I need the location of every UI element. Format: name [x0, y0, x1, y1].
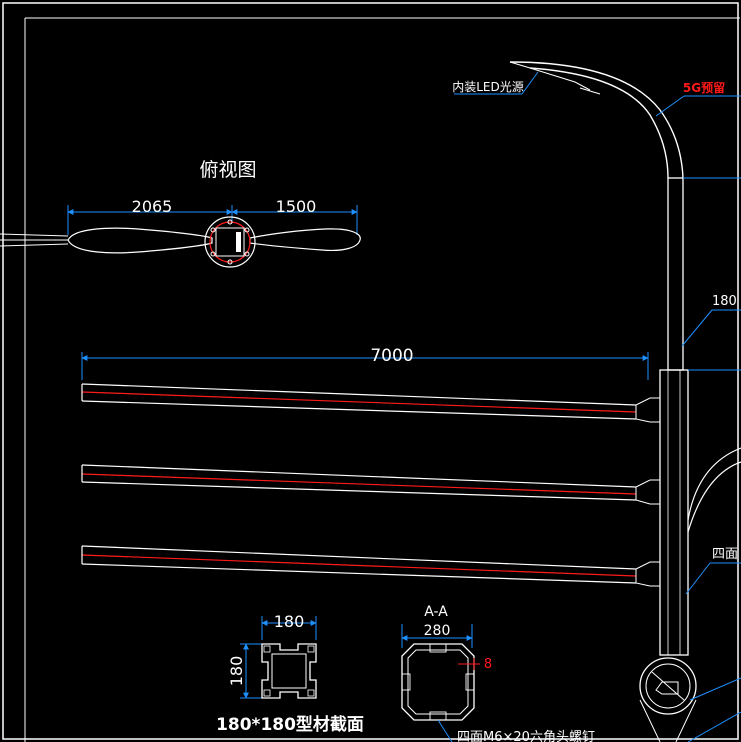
rail-3 [81, 545, 661, 587]
rail-bottom-edge [81, 563, 637, 584]
pole [509, 61, 741, 742]
led-leader [521, 71, 539, 95]
feed-line-1 [0, 233, 69, 237]
lamp-arm-inner [529, 67, 669, 179]
rail-red-line [81, 391, 637, 413]
sec1-dim-w: 180 [274, 612, 305, 631]
sign-outer-ring [639, 657, 697, 715]
sec2-octagon-outer [401, 643, 475, 721]
main-pole [659, 369, 689, 656]
rail-bracket [635, 561, 661, 587]
rail-section: 7000 [81, 346, 661, 587]
rail-top-edge [81, 464, 637, 488]
hub-bolt [210, 227, 216, 233]
lamp-head [509, 61, 591, 91]
rail-red-line [81, 554, 637, 577]
hub-red-ring [209, 221, 251, 263]
side-arm-inner [687, 461, 741, 533]
rail-bottom-edge [81, 400, 637, 420]
hub-square [215, 227, 245, 257]
hub-bracket [236, 232, 241, 252]
pole-base-left [639, 699, 661, 742]
dim-left-arm-label: 2065 [132, 197, 173, 216]
hub-bolt [227, 219, 233, 225]
top-view-title: 俯视图 [199, 159, 256, 181]
left-luminaire-arm [67, 227, 213, 254]
sec2-bolt-leader [437, 719, 453, 742]
led-label: 内装LED光源 [452, 80, 524, 94]
180-right-label: 180 [712, 294, 737, 309]
annotations: 内装LED光源 5G预留 180 四面 [452, 71, 741, 742]
rail-length-label: 7000 [370, 346, 413, 366]
sec1-corner [263, 645, 271, 653]
hub-bolt [227, 259, 233, 265]
rail-2 [81, 464, 661, 505]
sec1-caption: 180*180型材截面 [216, 714, 364, 735]
top-view: 俯视图 2065 1500 [0, 159, 361, 268]
sec2-caption: 四面M6×20六角头螺钉 [457, 730, 595, 742]
sec2-slot-top [429, 643, 447, 653]
sec2-slot-bottom [429, 711, 447, 721]
sec1-corner [263, 689, 271, 697]
sec2-slot-right [465, 673, 475, 691]
sec1-profile-outer [261, 643, 317, 699]
rail-bracket [635, 479, 661, 505]
180-leader [681, 309, 713, 347]
sec2-slot-left [401, 673, 411, 691]
sec2-dim-8: 8 [484, 657, 492, 672]
lamp-arm-outer [509, 61, 684, 179]
right-luminaire-arm [249, 228, 361, 252]
sec1-corner [307, 645, 315, 653]
sec2-dim-w: 280 [424, 623, 451, 639]
horn-icon [655, 681, 679, 695]
hub-bolt [244, 227, 250, 233]
pole-base-right [675, 699, 697, 742]
lamp-lens [579, 87, 601, 95]
sign-inner-ring [645, 663, 691, 709]
rail-red-line [81, 473, 637, 495]
section-180x180: 180 180 180*180型材截面 [216, 612, 364, 735]
rail-bottom-edge [81, 481, 637, 501]
sec1-profile-inner [271, 653, 307, 689]
four-side-leader [685, 562, 711, 595]
5g-label: 5G预留 [683, 80, 725, 95]
sign-leader [689, 677, 741, 701]
upper-pole [667, 177, 684, 371]
feed-line-3 [0, 243, 69, 247]
rail-1 [81, 383, 661, 423]
sign-leader-2 [687, 711, 741, 742]
dim-right-arm-label: 1500 [276, 197, 317, 216]
sec1-corner [307, 689, 315, 697]
side-arm-outer [687, 447, 741, 521]
rail-top-edge [81, 383, 637, 406]
5g-leader [655, 95, 685, 117]
sec2-octagon-inner [407, 649, 469, 715]
sec1-dim-h: 180 [227, 656, 246, 687]
rail-top-edge [81, 545, 637, 570]
four-side-label: 四面 [712, 547, 738, 562]
sign-slash [651, 671, 685, 701]
sec2-title: A-A [424, 604, 448, 620]
hub-bolt [210, 251, 216, 257]
rail-bracket [635, 397, 661, 423]
hub-outer-ring [204, 216, 256, 268]
hub-bolt [244, 251, 250, 257]
section-a-a: A-A 280 8 四面M6×20六角头螺钉 [401, 604, 595, 742]
